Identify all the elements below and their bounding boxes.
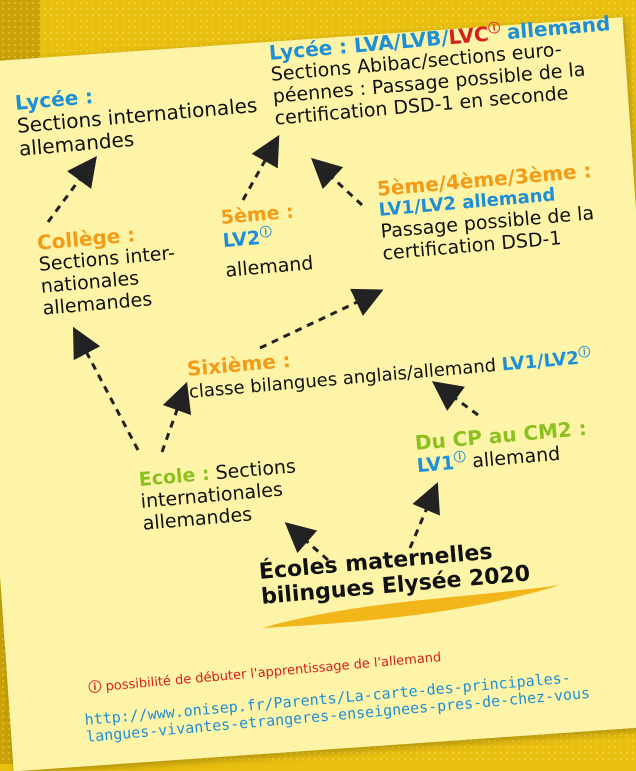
arrow-543-to-lycee	[310, 157, 364, 207]
arrow-ecole-to-college	[73, 326, 140, 451]
arrow-college-to-lycee	[46, 155, 97, 223]
swoosh	[262, 585, 560, 628]
node-5eme: 5ème : LV2ⓘ allemand	[220, 200, 314, 282]
arrow-ecole-to-sixieme	[160, 381, 192, 453]
node-ecole: Ecole : Sections internationales alleman…	[138, 455, 301, 535]
info-icon: ⓘ	[577, 344, 592, 360]
arrow-mat-to-cp	[408, 482, 440, 549]
info-icon: ⓘ	[87, 679, 103, 696]
node-college: Collège : Sections inter- nationales all…	[36, 220, 180, 320]
5eme-lv-label: LV2	[221, 226, 262, 253]
node-5-4-3eme: 5ème/4ème/3ème : LV1/LV2 allemand Passag…	[376, 158, 598, 265]
info-icon: ⓘ	[453, 449, 467, 465]
arrow-cp-to-sixieme	[431, 381, 479, 417]
cp-lv: LV1	[416, 451, 456, 478]
info-icon: ⓘ	[259, 224, 273, 240]
info-icon: ⓘ	[487, 21, 501, 37]
arrow-5eme-to-lycee	[241, 134, 280, 201]
arrow-sixieme-to-543	[259, 288, 384, 350]
